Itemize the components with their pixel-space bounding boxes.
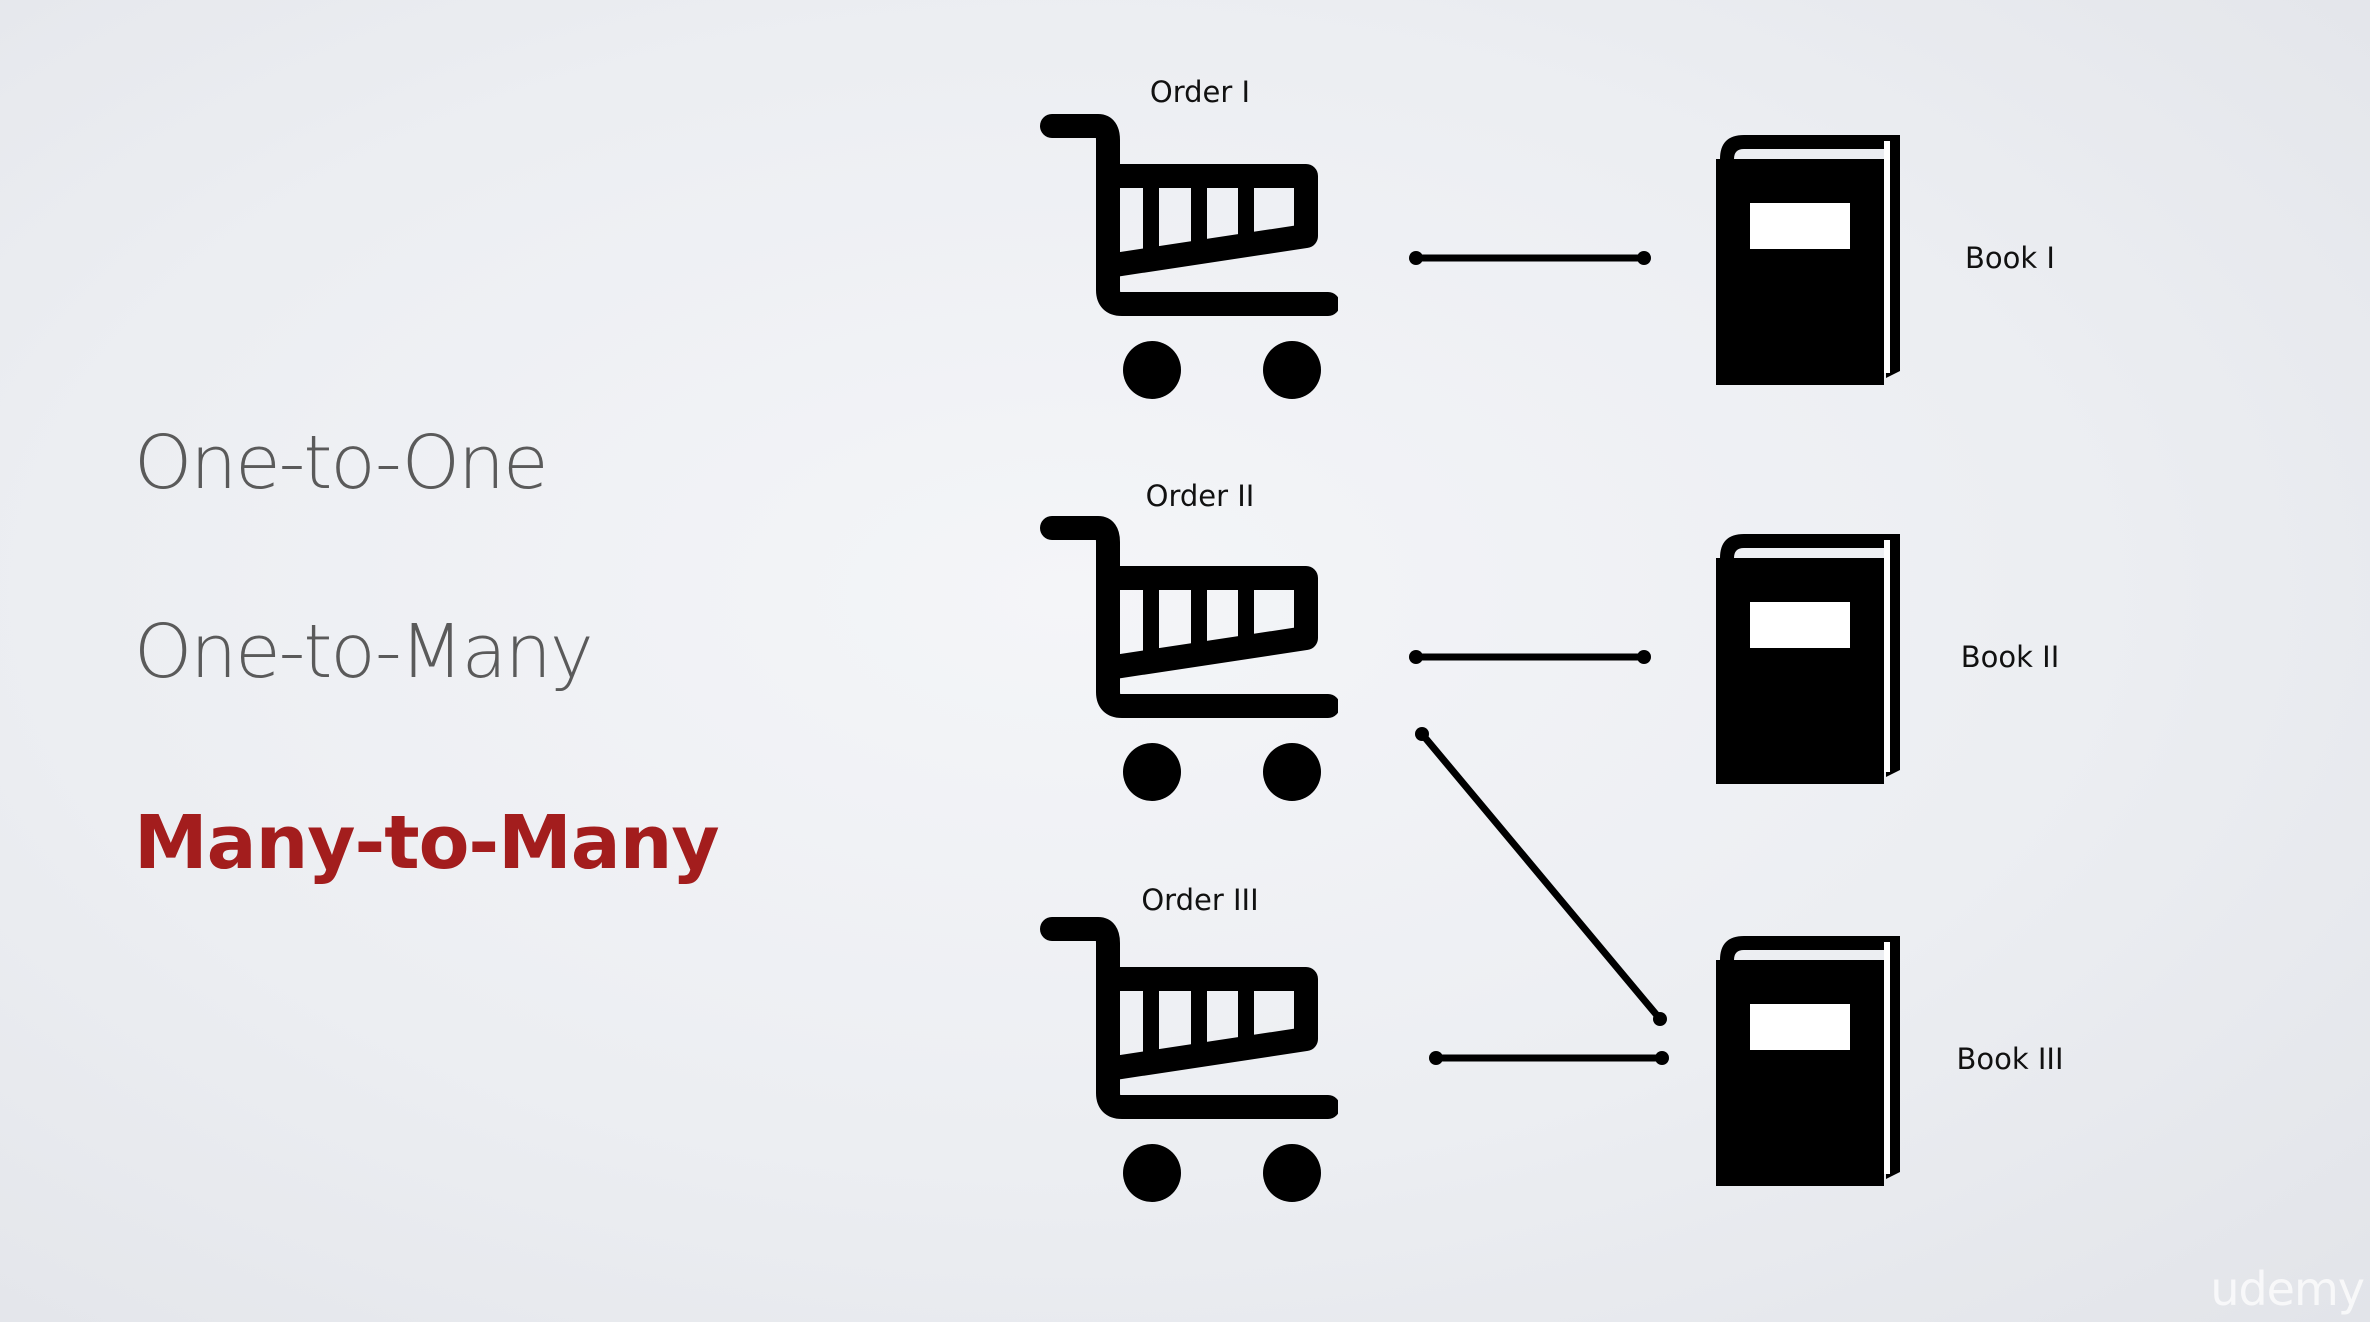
udemy-watermark: udemy bbox=[2210, 1262, 2365, 1316]
order-2-label: Order II bbox=[1145, 479, 1255, 513]
book-1-label: Book I bbox=[1965, 241, 2055, 275]
order-3-label: Order III bbox=[1141, 883, 1259, 917]
shopping-cart-icon bbox=[1040, 114, 1338, 399]
order-1-label: Order I bbox=[1149, 75, 1251, 109]
shopping-cart-icon bbox=[1040, 516, 1338, 801]
relationship-many-to-many: Many-to-Many bbox=[134, 800, 720, 886]
book-icon bbox=[1716, 534, 1900, 784]
book-icon bbox=[1716, 936, 1900, 1186]
connector-order2-book3 bbox=[1418, 730, 1664, 1023]
book-2-label: Book II bbox=[1960, 640, 2060, 674]
relationship-one-to-many: One-to-Many bbox=[134, 609, 594, 695]
book-3-label: Book III bbox=[1956, 1042, 2064, 1076]
book-icon bbox=[1716, 135, 1900, 385]
relationship-one-to-one: One-to-One bbox=[134, 420, 548, 506]
shopping-cart-icon bbox=[1040, 917, 1338, 1202]
